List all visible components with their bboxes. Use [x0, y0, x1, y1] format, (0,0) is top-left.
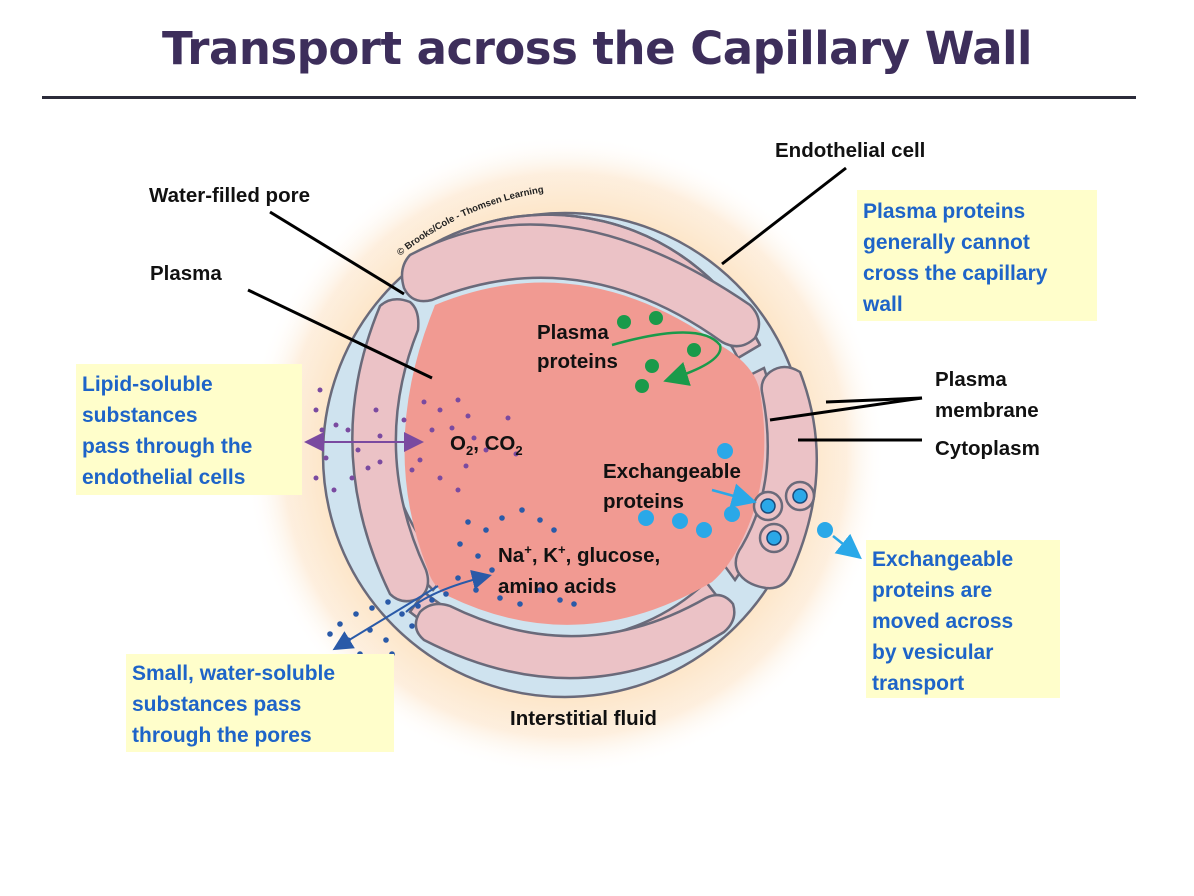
label-plasma: Plasma — [150, 262, 222, 285]
label-gases: O2, CO2 — [450, 432, 523, 459]
water-soluble-arrow-in — [405, 570, 492, 613]
plasma-protein-dots — [617, 311, 701, 393]
note-lipid-soluble: Lipid-soluble substances pass through th… — [76, 364, 302, 495]
label-ions: Na+, K+, glucose, amino acids — [498, 542, 661, 598]
note-small-water-soluble: Small, water-soluble substances pass thr… — [126, 654, 394, 752]
note-plasma-proteins: Plasma proteins generally cannot cross t… — [857, 190, 1097, 321]
vesicle-proteins — [760, 488, 808, 546]
label-cytoplasm: Cytoplasm — [935, 437, 1040, 460]
lipid-soluble-dots — [313, 387, 519, 493]
note-exchangeable-proteins: Exchangeable proteins are moved across b… — [866, 540, 1060, 698]
water-soluble-arrow-out — [332, 585, 439, 651]
leader-lines — [247, 166, 923, 442]
slide-title: Transport across the Capillary Wall — [162, 22, 1032, 75]
label-interstitial-fluid: Interstitial fluid — [510, 707, 657, 730]
water-soluble-dots — [327, 507, 577, 663]
exchangeable-protein-arrow-out — [832, 533, 862, 560]
label-endothelial-cell: Endothelial cell — [775, 139, 926, 162]
plasma-protein-arrow — [611, 331, 722, 386]
exchangeable-protein-dots — [638, 443, 833, 538]
label-water-filled-pore: Water-filled pore — [149, 184, 310, 207]
title-rule — [42, 96, 1136, 99]
top-endothelial-cell — [400, 223, 761, 348]
right-endothelial-cell — [734, 365, 818, 590]
bottom-endothelial-cell — [414, 593, 736, 680]
exchangeable-protein-arrow-in — [711, 483, 757, 508]
